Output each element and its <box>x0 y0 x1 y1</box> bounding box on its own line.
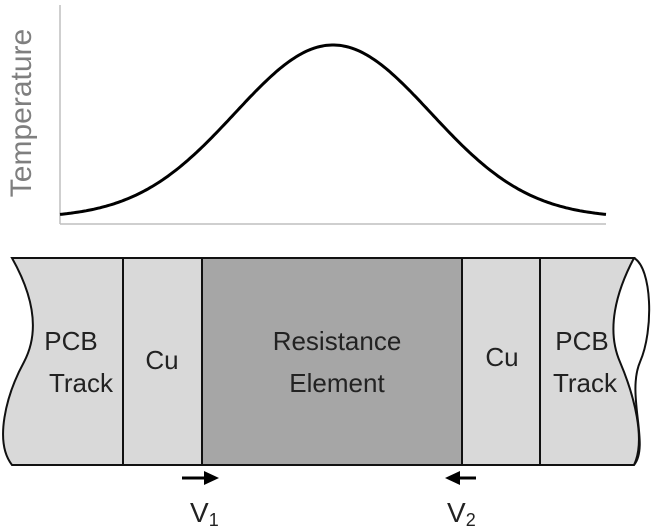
temperature-plot: Temperature <box>5 5 607 225</box>
y-axis-label: Temperature <box>5 29 38 197</box>
segment-pcb-track-right <box>539 257 640 466</box>
arrowhead-left-icon <box>445 471 460 485</box>
arrowhead-right-icon <box>204 471 219 485</box>
v2-label: V2 <box>447 497 476 528</box>
right-end-cap <box>633 257 651 466</box>
pcb-track-left-line1: PCB <box>44 326 97 356</box>
pcb-track-right-line2: Track <box>553 368 618 398</box>
probe-v1: V1 <box>182 471 219 528</box>
v1-label: V1 <box>190 497 219 528</box>
cu-right-label: Cu <box>485 342 518 372</box>
segment-resistance-element <box>201 257 463 466</box>
resistance-element-line2: Element <box>289 368 385 398</box>
resistance-element-line1: Resistance <box>273 326 402 356</box>
probe-v2: V2 <box>445 471 476 528</box>
pcb-track-right-line1: PCB <box>555 326 608 356</box>
segment-cu-left <box>122 257 203 466</box>
segment-pcb-track-left <box>2 257 124 466</box>
v1-sub: 1 <box>209 510 219 528</box>
pcb-track-left-line2: Track <box>49 368 114 398</box>
v1-main: V <box>190 497 209 528</box>
segment-cu-right <box>461 257 541 466</box>
v2-sub: 2 <box>466 510 476 528</box>
temperature-curve <box>59 43 607 216</box>
v2-main: V <box>447 497 466 528</box>
track-cross-section: PCB Track Cu Resistance Element Cu PCB T… <box>2 257 651 466</box>
cu-left-label: Cu <box>145 345 178 375</box>
